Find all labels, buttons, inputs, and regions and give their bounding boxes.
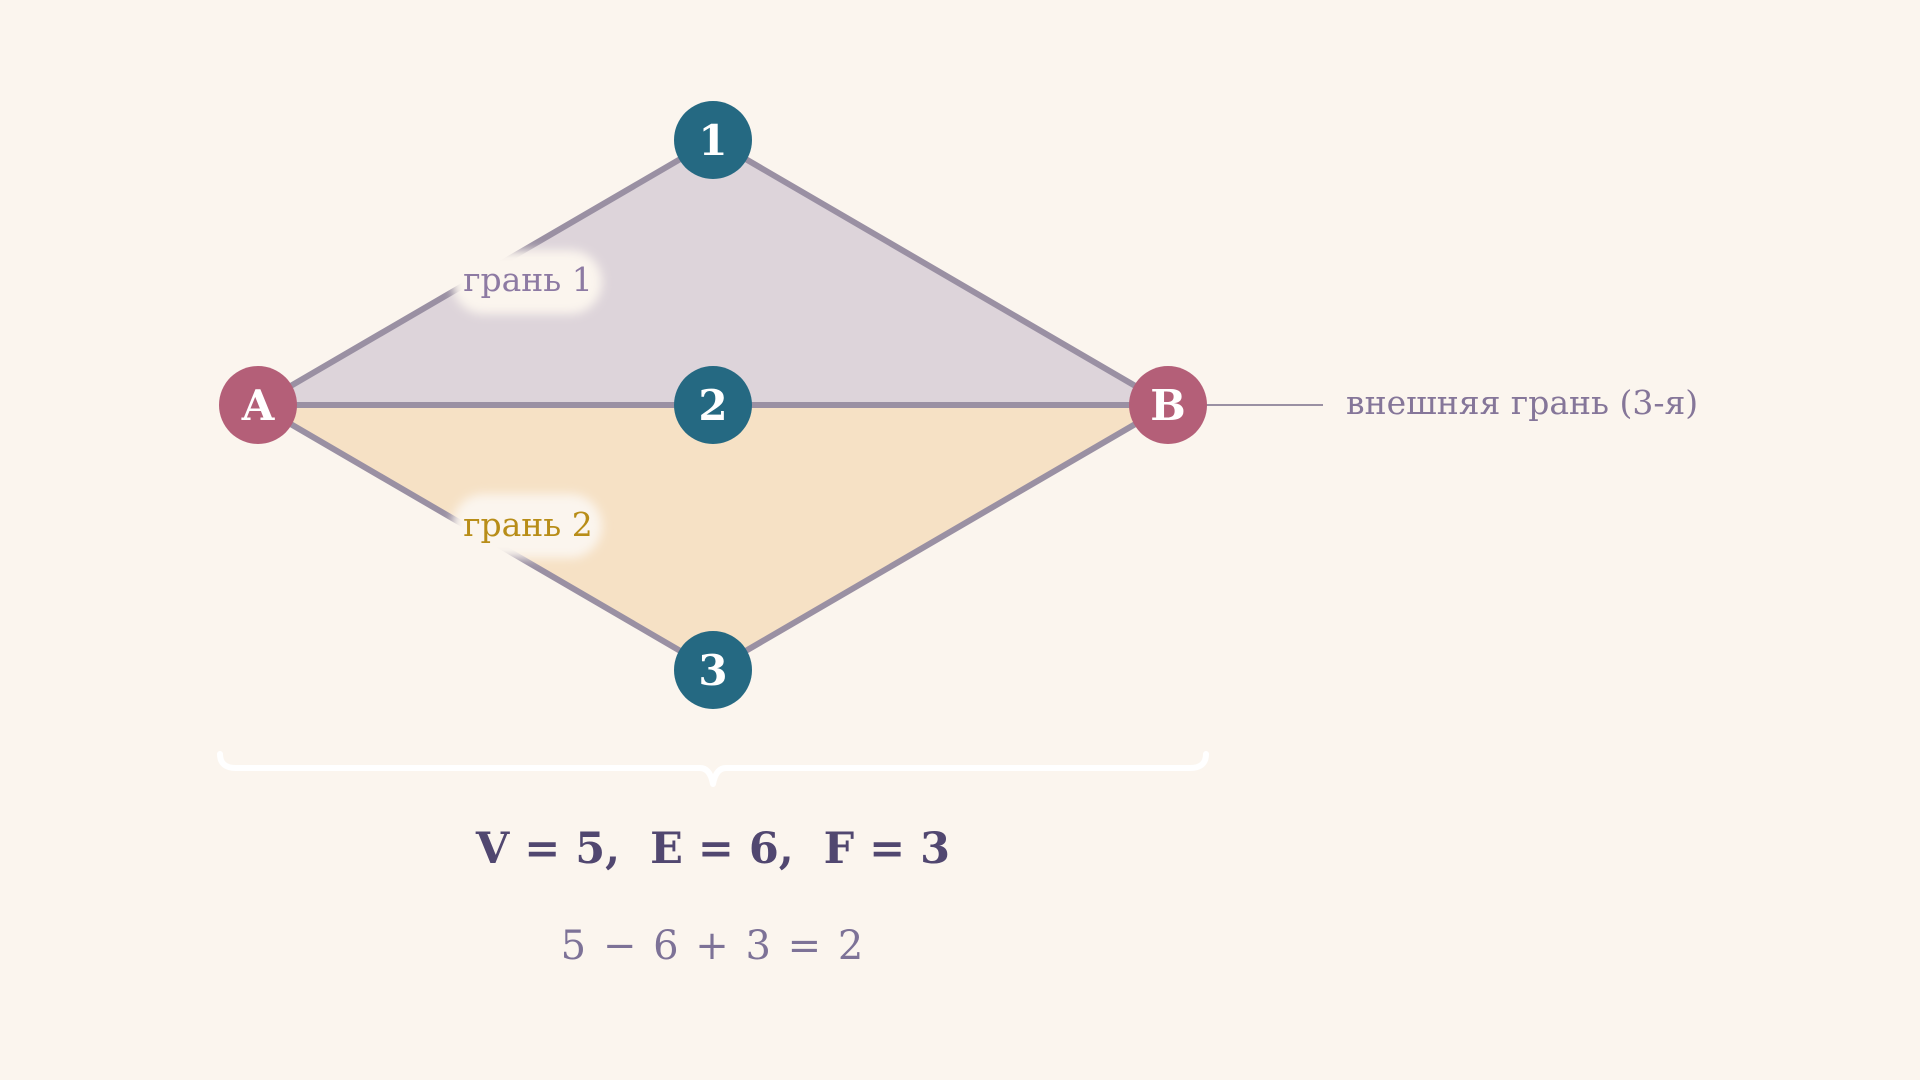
face-1-text: грань 1	[463, 260, 593, 299]
face-2-label: грань 2	[452, 494, 602, 558]
vertex-edge-face-counts: V = 5, E = 6, F = 3	[475, 824, 950, 874]
edge-3-b	[710, 402, 1171, 673]
node-2: 2	[674, 366, 752, 444]
node-a-label: A	[241, 381, 276, 430]
face-1-label: грань 1	[452, 250, 602, 314]
edge-1-b	[710, 137, 1171, 408]
node-3: 3	[674, 631, 752, 709]
node-2-label: 2	[698, 381, 727, 430]
outer-face-label: внешняя грань (3-я)	[1346, 383, 1698, 422]
node-1: 1	[674, 101, 752, 179]
face-2-region	[258, 405, 1168, 670]
node-b: B	[1129, 366, 1207, 444]
node-3-label: 3	[698, 646, 727, 695]
face-2-text: грань 2	[463, 505, 593, 544]
euler-formula: 5 − 6 + 3 = 2	[561, 923, 866, 969]
face-1-region	[258, 140, 1168, 405]
node-b-label: B	[1150, 381, 1186, 430]
node-a: A	[219, 366, 297, 444]
summary-brace	[217, 751, 1209, 787]
node-1-label: 1	[698, 116, 727, 165]
